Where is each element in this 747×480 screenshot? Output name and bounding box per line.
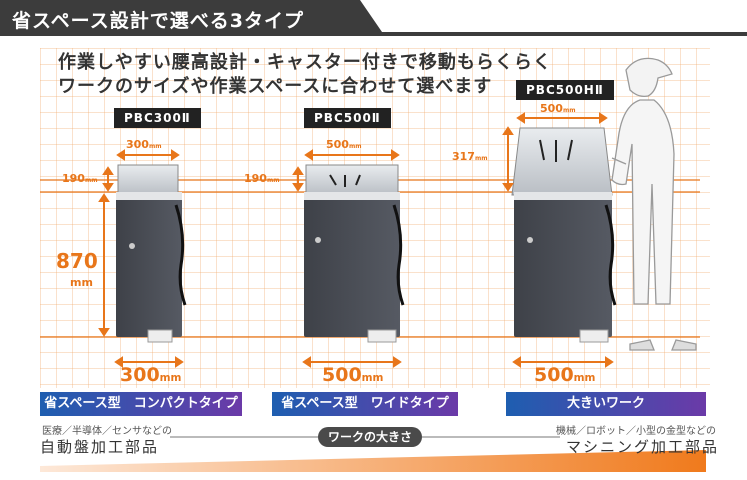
dim-top-width-3: 500mm xyxy=(540,102,576,115)
dim-base-width-1: 300mm xyxy=(120,364,182,386)
dimension-arrows xyxy=(98,112,614,368)
headline-line-2: ワークのサイズや作業スペースに合わせて選べます xyxy=(58,76,493,97)
dim-top-width-1: 300mm xyxy=(126,138,162,151)
dim-base-width-3: 500mm xyxy=(534,364,596,386)
type-label-wide: 省スペース型 ワイドタイプ xyxy=(272,392,458,416)
banner-title: 省スペース設計で選べる3タイプ xyxy=(12,10,304,32)
dim-tray-height-3: 317mm xyxy=(452,150,488,163)
model-label-pbc500: PBC500Ⅱ xyxy=(304,108,391,128)
operator-silhouette xyxy=(611,57,697,351)
work-size-ramp xyxy=(40,450,706,472)
dim-top-width-2: 500mm xyxy=(326,138,362,151)
machine-pbc500 xyxy=(304,164,405,343)
machine-pbc300 xyxy=(116,164,187,343)
machine-pbc500h xyxy=(511,127,617,343)
type-label-compact: 省スペース型 コンパクトタイプ xyxy=(40,392,242,416)
scale-left-label: 自動盤加工部品 xyxy=(40,438,160,456)
dim-tray-height-1: 190mm xyxy=(62,172,98,185)
headline-line-1: 作業しやすい腰高設計・キャスター付きで移動もらくらく xyxy=(58,52,552,73)
type-label-large-work: 大きいワーク xyxy=(506,392,706,416)
scale-left-caption: 医療／半導体／センサなどの xyxy=(42,426,172,437)
scale-right-label: マシニング加工部品 xyxy=(566,438,720,456)
work-size-label: ワークの大きさ xyxy=(318,427,422,447)
header-banner xyxy=(0,0,747,36)
dim-base-width-2: 500mm xyxy=(322,364,384,386)
dim-tray-height-2: 190mm xyxy=(244,172,280,185)
scale-right-caption: 機械／ロボット／小型の金型などの xyxy=(556,426,716,437)
model-label-pbc500h: PBC500HⅡ xyxy=(516,80,614,100)
model-label-pbc300: PBC300Ⅱ xyxy=(114,108,201,128)
